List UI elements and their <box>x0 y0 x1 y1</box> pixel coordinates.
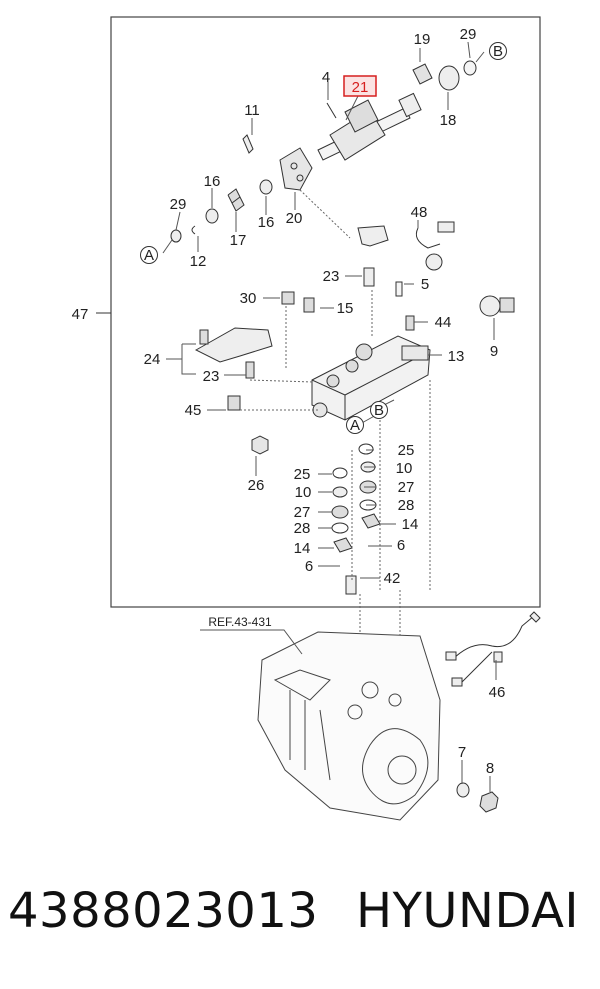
callout-14-right: 14 <box>402 516 419 533</box>
callout-8: 8 <box>486 760 494 777</box>
callout-28-left: 28 <box>294 520 311 537</box>
callout-10-right: 10 <box>396 460 413 477</box>
callout-25-right: 25 <box>398 442 415 459</box>
marker-b-housing-label: B <box>374 402 384 419</box>
callout-12: 12 <box>190 253 207 270</box>
callout-24: 24 <box>144 351 161 368</box>
callout-45: 45 <box>185 402 202 419</box>
callout-21[interactable]: 21 <box>352 79 369 96</box>
callout-27-left: 27 <box>294 504 311 521</box>
callout-29-left: 29 <box>170 196 187 213</box>
callout-18: 18 <box>440 112 457 129</box>
callout-16-left: 16 <box>204 173 221 190</box>
callout-46: 46 <box>489 684 506 701</box>
callout-14-left: 14 <box>294 540 311 557</box>
callout-42: 42 <box>384 570 401 587</box>
marker-a-housing-label: A <box>350 417 360 434</box>
callout-23-top: 23 <box>323 268 340 285</box>
callout-29-top: 29 <box>460 26 477 43</box>
callout-25-left: 25 <box>294 466 311 483</box>
bushing-part <box>412 60 477 91</box>
callout-44: 44 <box>435 314 452 331</box>
footer: 4388023013 HYUNDAI <box>0 876 600 946</box>
transaxle-case <box>257 631 441 821</box>
callout-26: 26 <box>248 477 265 494</box>
marker-b-top-label: B <box>493 43 503 60</box>
brand-name: HYUNDAI <box>356 883 580 939</box>
assembly-frame <box>110 16 541 608</box>
highlight-box-21 <box>343 75 377 97</box>
callout-30: 30 <box>240 290 257 307</box>
callout-48: 48 <box>411 204 428 221</box>
callout-6-right: 6 <box>397 537 405 554</box>
marker-a-left <box>140 246 158 264</box>
callout-4: 4 <box>322 69 330 86</box>
callout-6-left: 6 <box>305 558 313 575</box>
callout-15: 15 <box>337 300 354 317</box>
callout-9: 9 <box>490 343 498 360</box>
callout-20: 20 <box>286 210 303 227</box>
bracket-part <box>279 147 313 191</box>
spring-part <box>170 134 273 243</box>
callout-47: 47 <box>72 306 89 323</box>
shift-rod-part <box>317 92 422 161</box>
sensor-part <box>415 221 515 317</box>
callout-17: 17 <box>230 232 247 249</box>
callout-11: 11 <box>244 102 260 119</box>
marker-a-housing <box>346 416 364 434</box>
marker-b-top <box>489 42 507 60</box>
control-housing-part <box>311 335 431 421</box>
callout-10-left: 10 <box>295 484 312 501</box>
marker-b-housing <box>370 401 388 419</box>
callout-5: 5 <box>421 276 429 293</box>
seal-stack-part <box>331 443 381 595</box>
callout-16-right: 16 <box>258 214 275 231</box>
callout-27-right: 27 <box>398 479 415 496</box>
callout-13: 13 <box>448 348 465 365</box>
part-number: 4388023013 <box>8 883 319 939</box>
callout-7: 7 <box>458 744 466 761</box>
marker-a-left-label: A <box>144 247 154 264</box>
lever-part <box>194 291 415 411</box>
ref-label[interactable]: REF.43-431 <box>208 615 272 629</box>
callout-28-right: 28 <box>398 497 415 514</box>
callout-23-left: 23 <box>203 368 220 385</box>
callout-19: 19 <box>414 31 431 48</box>
